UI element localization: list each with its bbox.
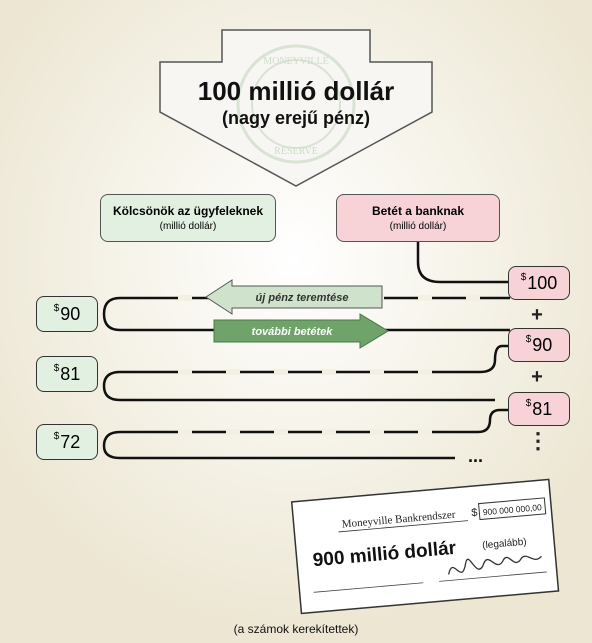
flow-line-row1 bbox=[102, 296, 510, 332]
loan-amount-2: $81 bbox=[36, 356, 98, 392]
flow-line-deposit-start bbox=[416, 242, 510, 284]
new-money-label: új pénz teremtése bbox=[256, 292, 349, 304]
deposit-amount-1: $100 bbox=[508, 266, 570, 300]
header-subtitle: (nagy erejű pénz) bbox=[222, 108, 370, 128]
deposits-column-unit: (millió dollár) bbox=[389, 221, 447, 232]
check-amount-note: (legalább) bbox=[482, 537, 527, 552]
deposit-amount-2: $90 bbox=[508, 328, 570, 362]
check-currency: $ bbox=[471, 507, 478, 519]
deposit-currency-3: $ bbox=[525, 397, 532, 409]
svg-text:RESERVE: RESERVE bbox=[274, 146, 318, 157]
loans-column-header: Kölcsönök az ügyfeleknek (millió dollár) bbox=[100, 194, 276, 242]
loans-column-unit: (millió dollár) bbox=[159, 221, 217, 232]
loan-amount-1: $90 bbox=[36, 296, 98, 332]
flow-line-row3 bbox=[102, 408, 510, 460]
loan-currency-3: $ bbox=[53, 430, 60, 442]
loan-value-1: 90 bbox=[60, 303, 81, 324]
reserve-seal-watermark: MONEYVILLE RESERVE bbox=[236, 44, 356, 164]
deposit-value-2: 90 bbox=[532, 334, 553, 355]
more-deposits-label: további betétek bbox=[252, 326, 334, 338]
deposit-value-3: 81 bbox=[532, 398, 553, 419]
flow-line-row2 bbox=[102, 344, 510, 402]
loan-currency-2: $ bbox=[53, 362, 60, 374]
more-deposits-arrow bbox=[213, 313, 389, 349]
loan-amount-3: $72 bbox=[36, 424, 98, 460]
plus-sign-2: + bbox=[531, 366, 543, 388]
deposit-amount-3: $81 bbox=[508, 392, 570, 426]
deposit-currency-2: $ bbox=[525, 333, 532, 345]
deposits-column-title: Betét a banknak bbox=[371, 204, 465, 218]
header-title: 100 millió dollár bbox=[198, 76, 395, 106]
row-ellipsis: ... bbox=[468, 446, 483, 466]
header-arrow-shape bbox=[159, 29, 433, 187]
new-money-arrow bbox=[205, 279, 383, 315]
loans-column-title: Kölcsönök az ügyfeleknek bbox=[112, 204, 264, 218]
flow-lines bbox=[102, 242, 510, 460]
loan-currency-1: $ bbox=[53, 302, 60, 314]
loan-value-3: 72 bbox=[60, 431, 81, 452]
plus-sign-1: + bbox=[531, 304, 543, 326]
deposits-column-header: Betét a banknak (millió dollár) bbox=[336, 194, 500, 242]
bank-check: Moneyville Bankrendszer $ 900 000 000,00… bbox=[290, 478, 560, 615]
footnote: (a számok kerekítettek) bbox=[233, 622, 359, 636]
svg-text:MONEYVILLE: MONEYVILLE bbox=[263, 56, 329, 67]
deposit-currency-1: $ bbox=[520, 271, 527, 283]
loan-value-2: 81 bbox=[60, 363, 81, 384]
vertical-ellipsis: ⋮ bbox=[527, 428, 549, 453]
deposit-value-1: 100 bbox=[527, 272, 558, 293]
check-signature bbox=[448, 555, 542, 575]
